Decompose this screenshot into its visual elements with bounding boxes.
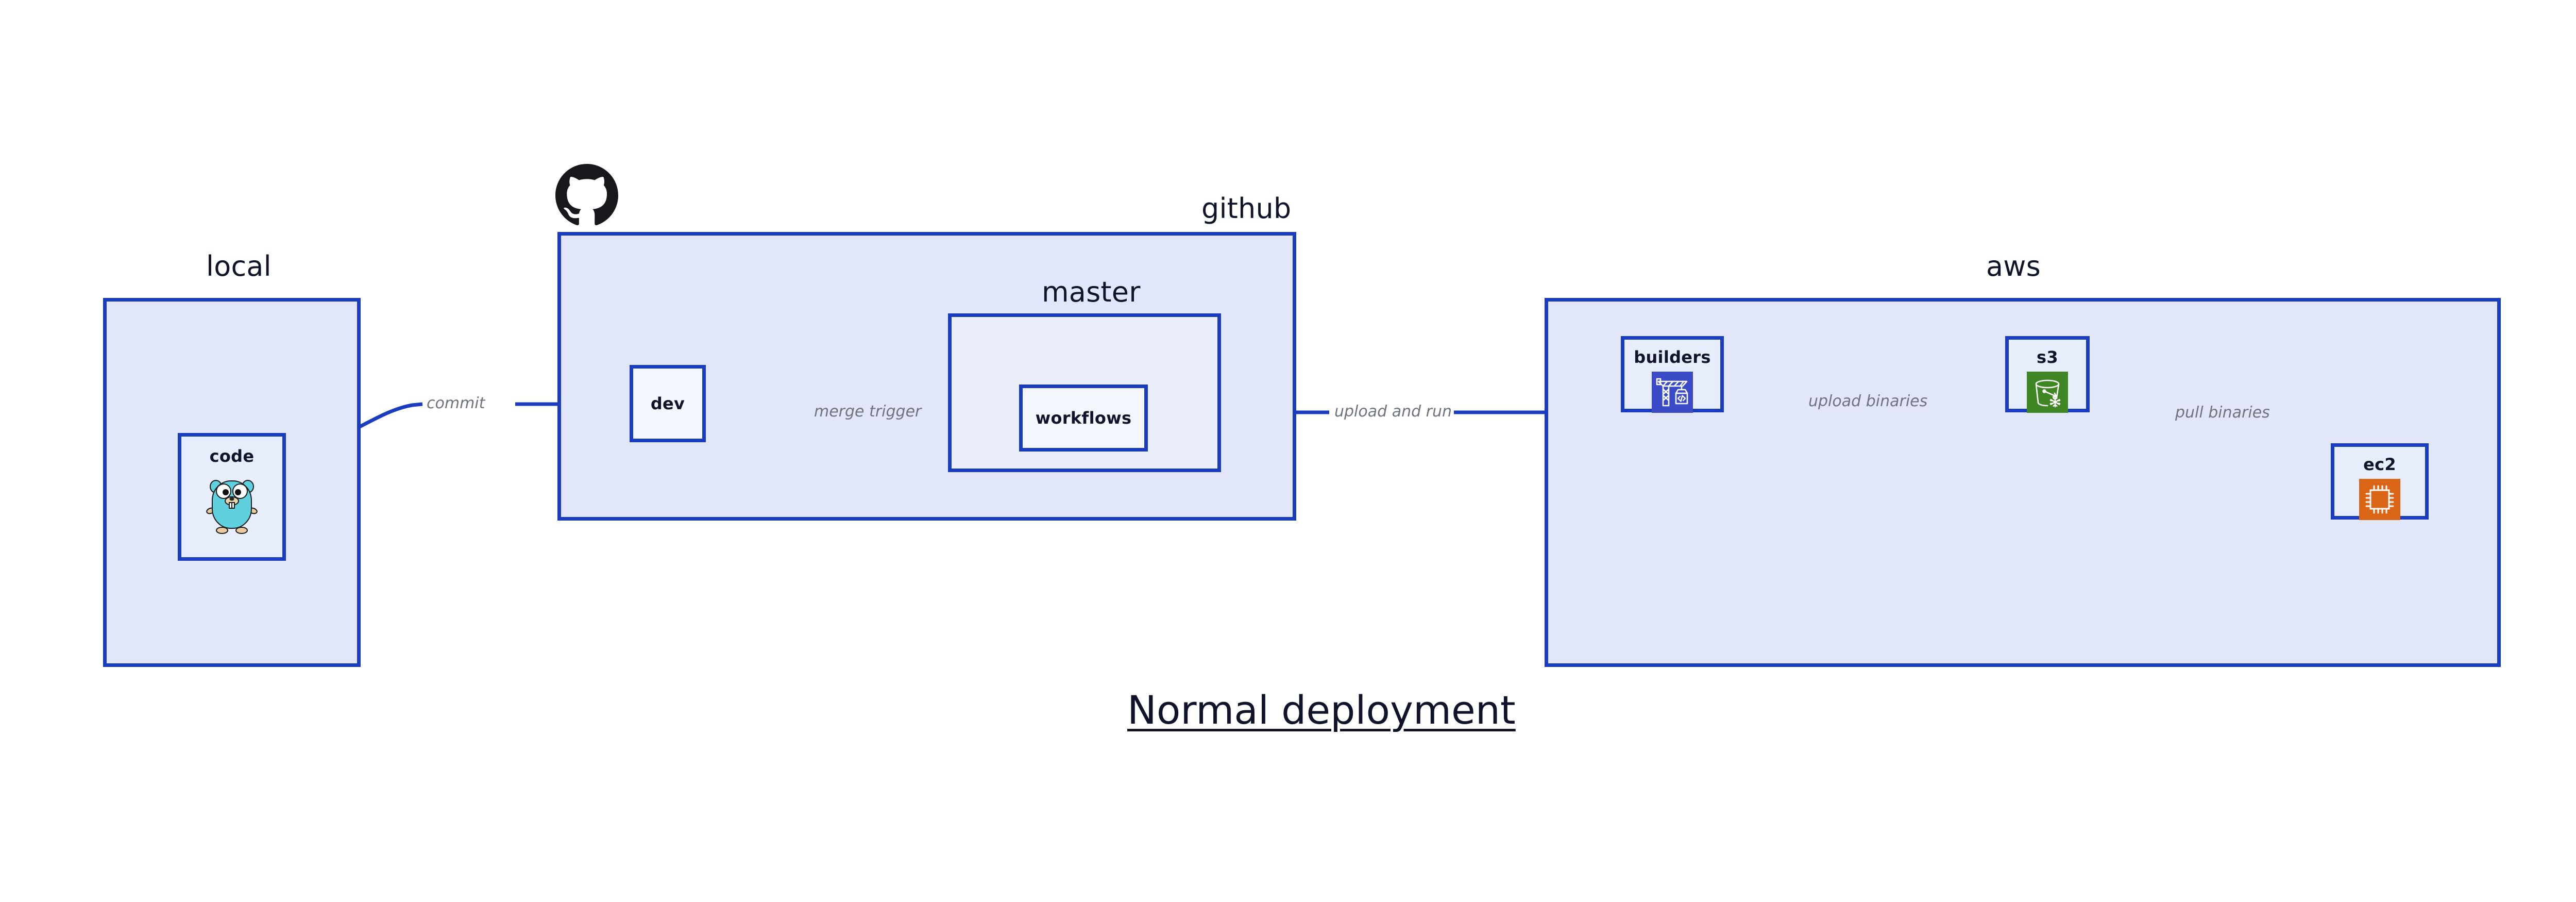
node-s3-label: s3 — [2037, 347, 2058, 367]
github-octocat-logo — [555, 164, 618, 229]
aws-ec2-chip-icon — [2359, 479, 2400, 522]
edge-label-pull-binaries: pull binaries — [2173, 405, 2272, 421]
node-code-label: code — [209, 446, 255, 466]
diagram-title: Normal deployment — [1127, 687, 1516, 733]
node-workflows-label: workflows — [1035, 408, 1132, 428]
group-title-github: github — [1201, 192, 1292, 225]
node-builders-label: builders — [1634, 347, 1711, 367]
group-title-master: master — [1042, 276, 1141, 308]
group-title-aws: aws — [1986, 250, 2041, 282]
node-dev[interactable]: dev — [630, 365, 706, 442]
node-builders[interactable]: builders — [1621, 336, 1724, 415]
aws-codebuild-crane-icon — [1652, 372, 1693, 415]
edge-label-commit: commit — [425, 396, 487, 411]
node-ec2-label: ec2 — [2363, 455, 2396, 474]
node-code[interactable]: code — [178, 433, 286, 561]
node-s3[interactable]: s3 — [2005, 336, 2090, 415]
edge-label-merge-trigger: merge trigger — [812, 404, 924, 420]
group-title-local: local — [206, 250, 272, 282]
node-dev-label: dev — [650, 394, 685, 413]
edge-label-upload-binaries: upload binaries — [1806, 394, 1930, 409]
go-gopher-icon — [205, 472, 259, 538]
aws-s3-glacier-bucket-icon — [2027, 372, 2068, 415]
node-ec2[interactable]: ec2 — [2331, 443, 2429, 520]
node-workflows[interactable]: workflows — [1019, 385, 1148, 452]
edge-label-upload-and-run: upload and run — [1332, 404, 1454, 420]
